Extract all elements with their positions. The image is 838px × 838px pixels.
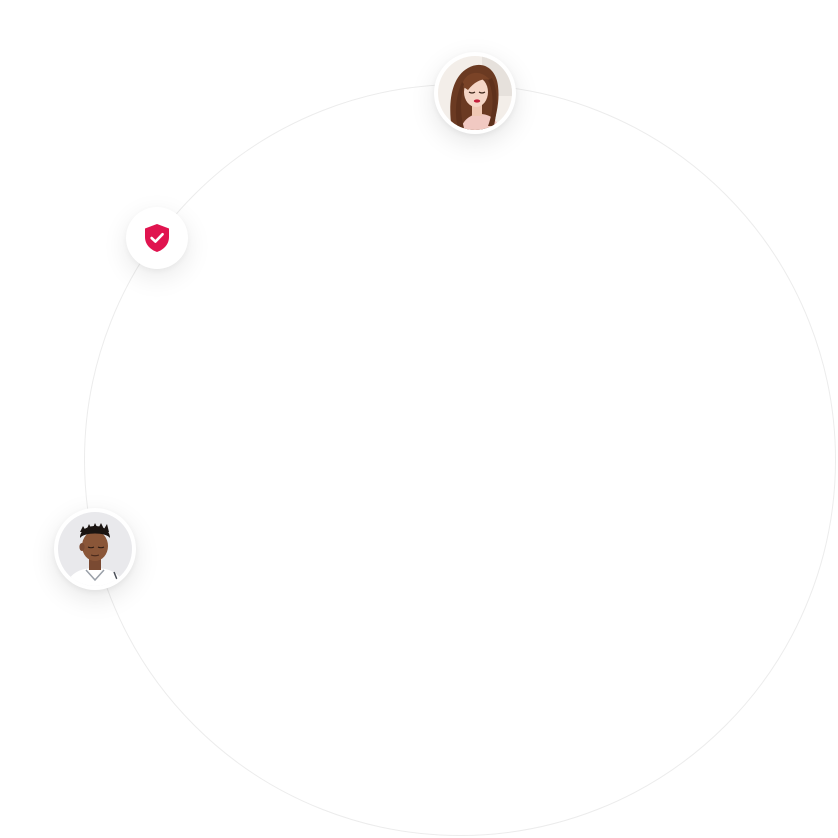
woman-avatar-image — [438, 56, 512, 130]
man-avatar-image — [58, 512, 132, 586]
shield-check-icon — [143, 223, 171, 253]
woman-avatar — [434, 52, 516, 134]
verified-badge — [126, 207, 188, 269]
orbit-circle — [84, 84, 836, 836]
man-avatar — [54, 508, 136, 590]
